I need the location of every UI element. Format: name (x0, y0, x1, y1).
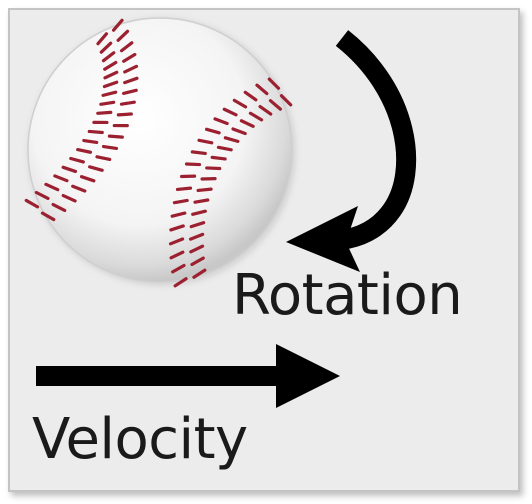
stitch (119, 41, 134, 53)
stitch (172, 198, 189, 205)
stitch (79, 175, 96, 183)
stitch (34, 190, 50, 201)
stitch (213, 117, 229, 126)
stitch (190, 150, 207, 156)
stitch (99, 41, 113, 54)
stitch (123, 64, 139, 74)
stitch (197, 138, 214, 145)
stitch (173, 277, 188, 288)
ball-stitches (24, 18, 293, 288)
stitch (192, 268, 207, 279)
stitch (184, 162, 202, 167)
stitch (24, 198, 40, 209)
stitch (102, 80, 119, 89)
stitch (111, 18, 124, 32)
stitch (169, 224, 185, 232)
stitch (231, 127, 247, 136)
stitch (101, 144, 119, 151)
stitch (69, 156, 85, 164)
stitch (204, 127, 221, 135)
stitch (76, 147, 93, 154)
stitch (196, 187, 213, 193)
stitch (190, 256, 205, 267)
stitch (96, 32, 109, 46)
stitch (53, 174, 69, 183)
stitch (122, 52, 137, 63)
stitch (171, 263, 186, 274)
stitch (87, 129, 104, 135)
stitch (170, 211, 187, 218)
stitch (169, 250, 185, 260)
stitch (205, 166, 222, 171)
stitch (123, 76, 139, 85)
stitch (248, 111, 264, 122)
stitch (258, 104, 273, 116)
stitch (175, 186, 193, 192)
stitch (103, 60, 118, 71)
baseball-icon (24, 17, 296, 288)
stitch (51, 202, 67, 213)
diagram-canvas (24, 17, 417, 408)
stitch (232, 98, 248, 109)
stitch (210, 155, 227, 161)
stitch (95, 155, 112, 162)
stitch (267, 77, 281, 90)
stitch (222, 107, 238, 117)
stitch (243, 90, 258, 102)
stitch (189, 221, 206, 229)
stitch (239, 119, 255, 128)
stitch (61, 165, 78, 174)
stitch (119, 100, 136, 106)
stitch (116, 29, 130, 42)
stitch (40, 211, 56, 222)
stitch (223, 136, 240, 143)
stitch (96, 110, 113, 115)
stitch (268, 99, 282, 111)
stitch (88, 165, 104, 172)
stitch (99, 100, 116, 106)
stitch (279, 94, 293, 107)
stitch (121, 88, 138, 96)
diagram-frame: Rotation Velocity (8, 8, 520, 492)
stitch (71, 184, 87, 193)
stitch (61, 193, 77, 203)
stitch (255, 83, 269, 96)
stitch (107, 134, 124, 139)
stitch (116, 112, 133, 117)
velocity-label: Velocity (32, 407, 248, 472)
stitch (189, 244, 205, 254)
stitch (82, 138, 99, 145)
stitch (193, 198, 210, 204)
stitch (103, 70, 119, 80)
rotation-label: Rotation (232, 263, 463, 328)
stitch (101, 90, 118, 97)
stitch (101, 51, 116, 63)
stitch (191, 209, 207, 216)
right-arrow-icon (36, 344, 340, 408)
curved-arrow-icon (286, 30, 417, 272)
stitch (216, 145, 233, 152)
stitch (188, 232, 205, 241)
stitch (168, 237, 185, 246)
stitch (44, 182, 60, 192)
